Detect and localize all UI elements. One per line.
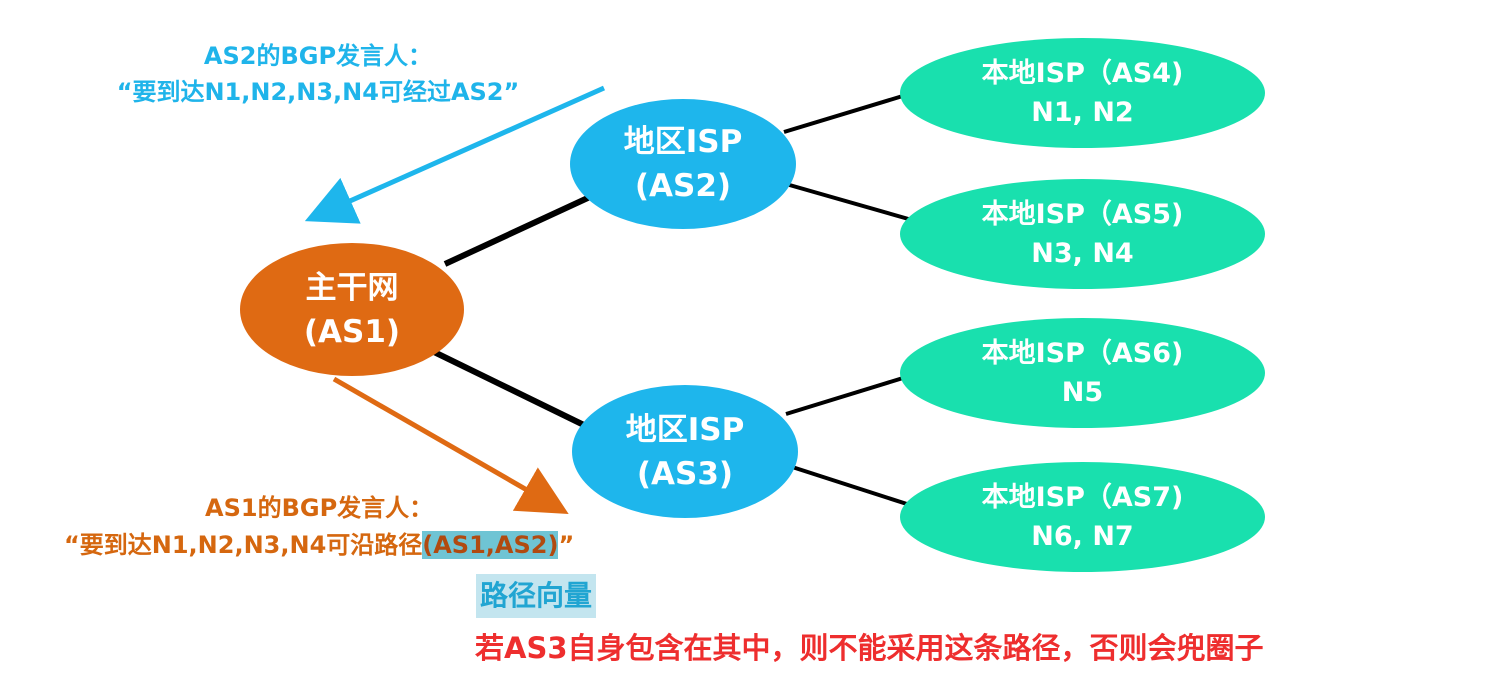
node-networks: N3, N4: [1031, 238, 1134, 269]
node-regional-as3: 地区ISP (AS3): [572, 385, 798, 518]
node-local-as4: 本地ISP（AS4) N1, N2: [900, 38, 1265, 148]
node-label: 本地ISP（AS6): [981, 338, 1184, 369]
node-backbone-as1: 主干网 (AS1): [240, 243, 464, 376]
link-as2-as4: [783, 93, 907, 134]
node-local-as7: 本地ISP（AS7) N6, N7: [900, 462, 1265, 572]
node-networks: N5: [1061, 377, 1104, 408]
node-sublabel: (AS2): [634, 168, 732, 204]
node-regional-as2: 地区ISP (AS2): [570, 99, 796, 229]
link-as1-as3: [428, 347, 592, 431]
link-as1-as2: [443, 193, 594, 267]
node-local-as5: 本地ISP（AS5) N3, N4: [900, 179, 1265, 289]
link-as3-as7: [785, 463, 911, 507]
node-networks: N6, N7: [1031, 521, 1134, 552]
arrow-as1-advertisement: [332, 376, 569, 514]
node-label: 地区ISP: [623, 124, 743, 160]
message-suffix: ”: [558, 531, 575, 559]
arrow-as2-advertisement: [304, 85, 606, 224]
node-sublabel: (AS3): [636, 455, 734, 492]
node-label: 地区ISP: [625, 411, 745, 448]
annotation-title: AS1的BGP发言人：: [205, 494, 434, 522]
path-vector-highlight: (AS1,AS2): [422, 531, 559, 559]
node-networks: N1, N2: [1031, 97, 1134, 128]
node-label: 本地ISP（AS7): [981, 482, 1184, 513]
node-label: 主干网: [305, 269, 399, 306]
node-label: 本地ISP（AS4): [981, 58, 1184, 89]
annotation-message: “要到达N1,N2,N3,N4可沿路径(AS1,AS2)”: [64, 527, 574, 564]
annotation-as2-speaker: AS2的BGP发言人： “要到达N1,N2,N3,N4可经过AS2”: [88, 38, 548, 110]
node-local-as6: 本地ISP（AS6) N5: [900, 318, 1265, 428]
annotation-message: “要到达N1,N2,N3,N4可经过AS2”: [116, 78, 520, 106]
node-sublabel: (AS1): [303, 313, 401, 350]
annotation-as1-speaker: AS1的BGP发言人： “要到达N1,N2,N3,N4可沿路径(AS1,AS2)…: [64, 490, 574, 564]
node-label: 本地ISP（AS5): [981, 199, 1184, 230]
link-as3-as6: [785, 376, 904, 416]
annotation-title: AS2的BGP发言人：: [203, 42, 433, 70]
path-vector-label: 路径向量: [476, 574, 597, 618]
link-as2-as5: [785, 182, 913, 222]
loop-warning-note: 若AS3自身包含在其中，则不能采用这条路径，否则会兜圈子: [475, 631, 1264, 665]
message-prefix: “要到达N1,N2,N3,N4可沿路径: [64, 531, 423, 559]
